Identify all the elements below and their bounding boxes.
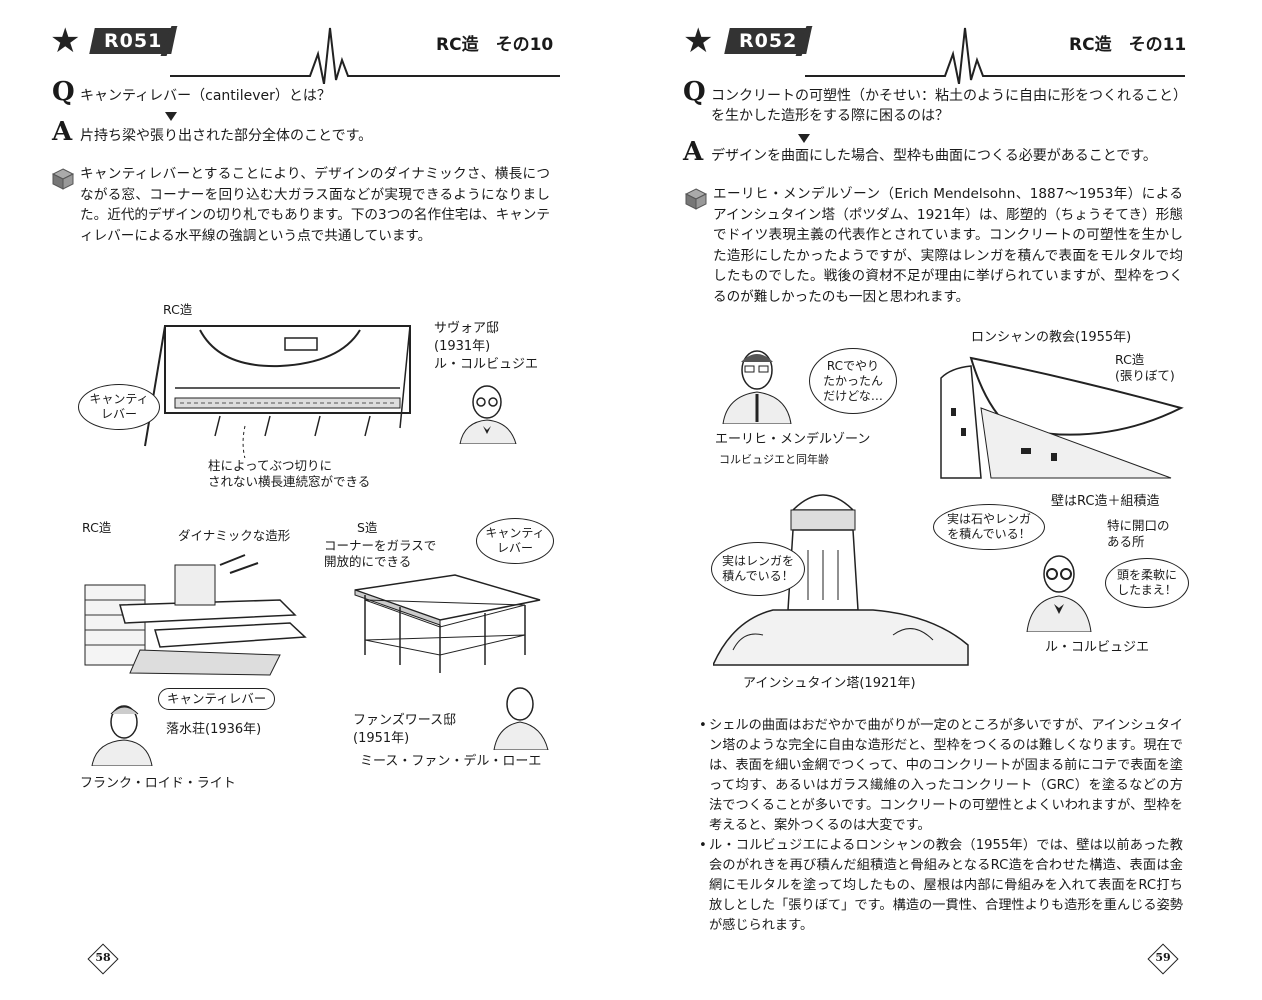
pulse-line: [805, 27, 1185, 84]
corbusier-label: ル・コルビュジエ: [1045, 640, 1150, 655]
right-question: Q コンクリートの可塑性（かそせい：粘土のように自由に形をつくれること）を生かし…: [683, 79, 1191, 130]
farnsworth-illustration: [354, 574, 541, 673]
right-answer: A デザインを曲面にした場合、型枠も曲面につくる必要があることです。: [683, 139, 1203, 170]
wall-sub: 特に開口の ある所: [1107, 518, 1170, 549]
corner-label: コーナーをガラスで 開放的にできる: [324, 538, 437, 569]
left-title: RC造 その10: [436, 35, 554, 55]
architect-sketch-corbusier: [459, 385, 517, 444]
left-answer: A 片持ち梁や張り出された部分全体のことです。: [52, 119, 572, 150]
mendelsohn-label: エーリヒ・メンデルゾーン: [715, 432, 871, 447]
wall-label: 壁はRC造＋組積造: [1051, 494, 1160, 509]
bullet-2: • ル・コルビュジエによるロンシャンの教会（1955年）では、壁は以前あった教会…: [699, 836, 1183, 936]
einstein-tower-illustration: [713, 494, 969, 666]
bullet-text: シェルの曲面はおだやかで曲がりが一定のところが多いですが、アインシュタイン塔のよ…: [709, 718, 1183, 833]
star-icon: ★: [683, 21, 714, 61]
left-page-number: 58: [87, 943, 119, 975]
ronchamp-illustration: [940, 356, 1184, 479]
bullet-text: ル・コルビュジエによるロンシャンの教会（1955年）では、壁は以前あった教会のが…: [709, 838, 1183, 933]
fallingwater-illustration: [84, 554, 307, 676]
arrow-down-icon: [798, 134, 810, 143]
mendelsohn-sub: コルビュジエと同年齢: [719, 453, 829, 466]
bullet-dot: •: [699, 718, 707, 733]
page-number-text: 59: [1155, 951, 1171, 964]
star-icon: ★: [50, 21, 81, 61]
answer-text: デザインを曲面にした場合、型枠も曲面につくる必要があることです。: [711, 148, 1157, 164]
left-question: Q キャンティレバー（cantilever）とは？: [52, 79, 572, 110]
cantilever-bubble-2: キャンティ レバー: [476, 518, 554, 564]
wright-label: フランク・ロイド・ライト: [80, 776, 236, 791]
pulse-line: [170, 27, 560, 84]
architect-sketch-mendelsohn: [722, 350, 792, 424]
cube-icon: [52, 168, 74, 190]
right-header: ★ R052 RC造 その11: [631, 21, 1262, 84]
mies-label: ミース・ファン・デル・ローエ: [360, 754, 542, 769]
cantilever-bubble-1: キャンティ レバー: [78, 384, 160, 430]
brick-bubble: 実はレンガを 積んでいる！: [711, 542, 805, 596]
mendelsohn-bubble: RCでやり たかったん だけどな…: [809, 348, 897, 414]
right-page: ★ R052 RC造 その11 Q コンクリートの可塑性（かそせい：粘土のように…: [631, 0, 1262, 1000]
a-letter: A: [683, 137, 704, 167]
cube-icon: [685, 188, 707, 210]
answer-text: 片持ち梁や張り出された部分全体のことです。: [80, 128, 373, 144]
architect-sketch-wright: [91, 705, 153, 766]
architect-sketch-corbusier-2: [1026, 555, 1092, 632]
falling-water-label: 落水荘(1936年): [166, 722, 262, 737]
savoye-illustration: [144, 325, 411, 458]
rc-harite-label: RC造 (張りぼて): [1115, 352, 1175, 383]
left-body: キャンティレバーとすることにより、デザインのダイナミックさ、横長につながる窓、コ…: [80, 166, 550, 244]
window-note: 柱によってぶつ切りに されない横長連続窓ができる: [208, 458, 371, 489]
label-s: S造: [357, 520, 378, 535]
label-rc-1: RC造: [163, 302, 193, 317]
bullet-1: • シェルの曲面はおだやかで曲がりが一定のところが多いですが、アインシュタイン塔…: [699, 716, 1183, 836]
question-text: キャンティレバー（cantilever）とは？: [80, 88, 331, 104]
a-letter: A: [52, 117, 73, 147]
bullet-dot: •: [699, 838, 707, 853]
label-rc-2: RC造: [82, 520, 112, 535]
left-page: ★ R051 RC造 その10 Q キャンティレバー（cantilever）とは…: [0, 21, 631, 975]
savoye-label: サヴォア邸 (1931年) ル・コルビュジエ: [434, 321, 539, 372]
question-text: コンクリートの可塑性（かそせい：粘土のように自由に形をつくれること）を生かした造…: [711, 88, 1187, 124]
right-title: RC造 その11: [1069, 35, 1187, 55]
einstein-label: アインシュタイン塔(1921年): [743, 676, 916, 691]
architect-sketch-mies: [493, 687, 549, 750]
page-number-text: 58: [95, 951, 111, 964]
right-page-number: 59: [1147, 943, 1179, 975]
q-letter: Q: [52, 77, 75, 107]
soft-head-bubble: 頭を柔軟に したまえ！: [1105, 558, 1189, 608]
left-header: ★ R051 RC造 その10: [0, 21, 631, 84]
dynamic-label: ダイナミックな造形: [178, 528, 291, 543]
arrow-down-icon: [165, 112, 177, 121]
farnsworth-label: ファンズワース邸 (1951年): [353, 713, 457, 746]
q-letter: Q: [683, 77, 706, 107]
ronchamp-label: ロンシャンの教会(1955年): [971, 330, 1132, 345]
stone-bubble: 実は石やレンガ を積んでいる！: [933, 504, 1045, 550]
right-body: エーリヒ・メンデルゾーン（Erich Mendelsohn、1887～1953年…: [713, 186, 1183, 305]
cantilever-tag: キャンティレバー: [158, 688, 276, 710]
